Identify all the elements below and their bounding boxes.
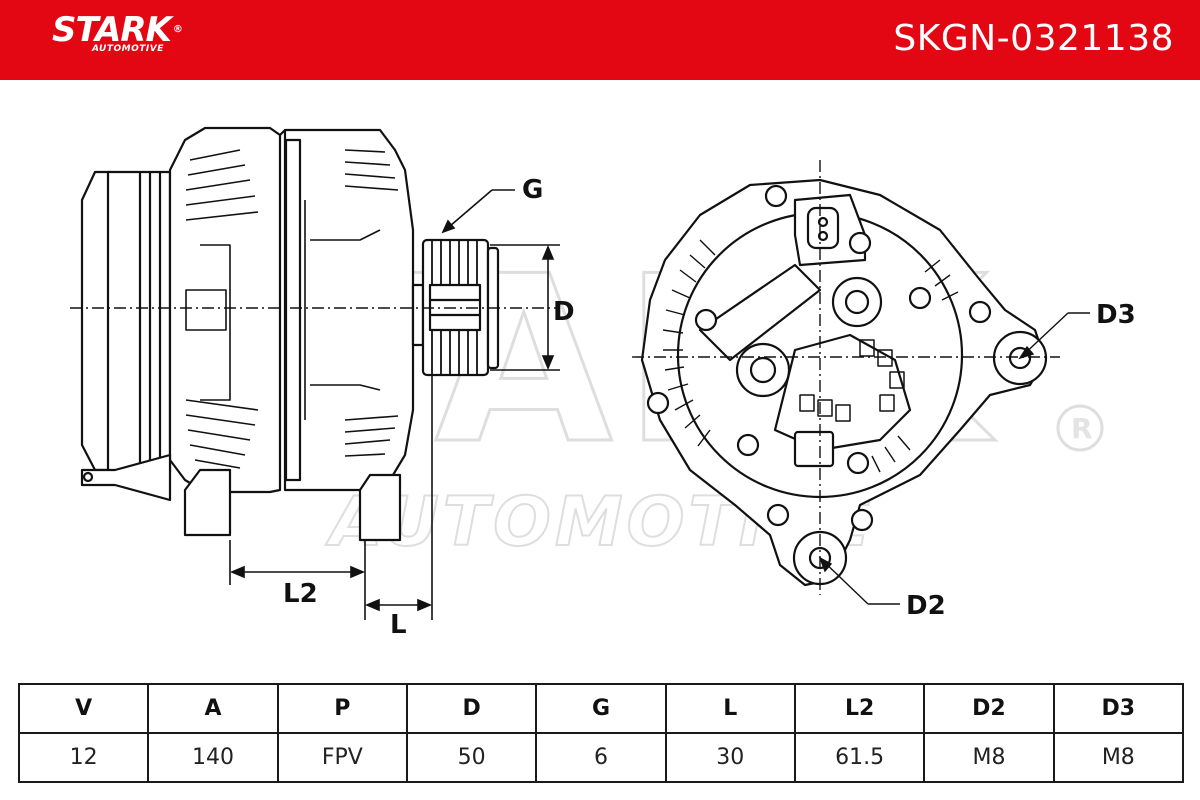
terminal-stud — [80, 453, 172, 502]
rear-vent-fins — [185, 149, 259, 469]
housing-seam — [284, 138, 302, 482]
spec-header-l: L — [664, 683, 796, 734]
regulator-bar — [698, 263, 822, 362]
label-d2: D2 — [906, 591, 946, 621]
side-view-dimensions — [70, 189, 560, 620]
spec-header-d3: D3 — [1052, 683, 1185, 734]
label-g: G — [522, 175, 543, 205]
spec-header-l2: L2 — [793, 683, 926, 734]
spec-value-l2: 61.5 — [793, 732, 926, 783]
watermark-registered-ring — [1056, 404, 1104, 452]
alternator-rear-view — [640, 178, 1048, 587]
spec-table: V A P D G L L2 D2 D3 12 140 FPV 50 6 30 … — [17, 683, 1185, 783]
terminal-post-b — [831, 276, 883, 328]
rear-view-outline — [640, 178, 1047, 587]
spec-value-l: 30 — [664, 732, 796, 783]
connector-block — [793, 193, 867, 267]
logo-registered-mark: ® — [172, 24, 183, 35]
header-bar: STARK® AUTOMOTIVE SKGN-0321138 — [0, 0, 1200, 80]
part-number: SKGN-0321138 — [893, 18, 1174, 59]
interior-lines — [185, 200, 381, 420]
watermark-registered: R — [1071, 412, 1093, 445]
spec-header-d: D — [405, 683, 538, 734]
spec-header-p: P — [276, 683, 408, 734]
spec-value-d2: M8 — [923, 732, 1055, 783]
label-l2: L2 — [283, 579, 318, 609]
rear-mount-foot — [183, 468, 232, 537]
spec-value-d3: M8 — [1052, 732, 1185, 783]
spec-header-g: G — [535, 683, 667, 734]
mount-hole-d3 — [1008, 346, 1032, 370]
rear-view-screws — [646, 184, 992, 532]
spec-value-p: FPV — [276, 732, 408, 783]
spec-header-a: A — [147, 683, 279, 734]
spec-header-v: V — [17, 683, 150, 734]
shaft — [411, 283, 425, 347]
rectifier-cells — [799, 339, 905, 422]
label-d3: D3 — [1096, 300, 1136, 330]
rectifier-block — [773, 333, 912, 452]
logo-brand: STARK® — [52, 10, 183, 50]
spec-value-v: 12 — [17, 732, 150, 783]
terminal-post-center — [735, 342, 791, 398]
spec-header-d2: D2 — [923, 683, 1055, 734]
rear-cover — [80, 170, 112, 472]
stark-logo: STARK® AUTOMOTIVE — [52, 10, 183, 54]
spec-value-g: 6 — [535, 732, 667, 783]
spec-value-a: 140 — [147, 732, 279, 783]
technical-drawing: STARK AUTOMOTIVE R — [70, 126, 1136, 640]
front-housing — [283, 128, 415, 492]
logo-subtitle: AUTOMOTIVE — [92, 44, 164, 54]
front-mount-foot — [358, 473, 402, 542]
label-l: L — [390, 610, 407, 640]
label-d: D — [553, 297, 575, 327]
front-vent-fins — [344, 149, 399, 457]
spec-header-row: V A P D G L L2 D2 D3 — [17, 683, 1185, 734]
rear-view-vent-slots — [662, 239, 959, 473]
spec-value-row: 12 140 FPV 50 6 30 61.5 M8 M8 — [17, 732, 1185, 783]
diode-plug — [793, 430, 835, 468]
alternator-side-view — [80, 126, 500, 542]
spec-value-d: 50 — [405, 732, 538, 783]
rear-view-dimensions — [632, 160, 1090, 605]
